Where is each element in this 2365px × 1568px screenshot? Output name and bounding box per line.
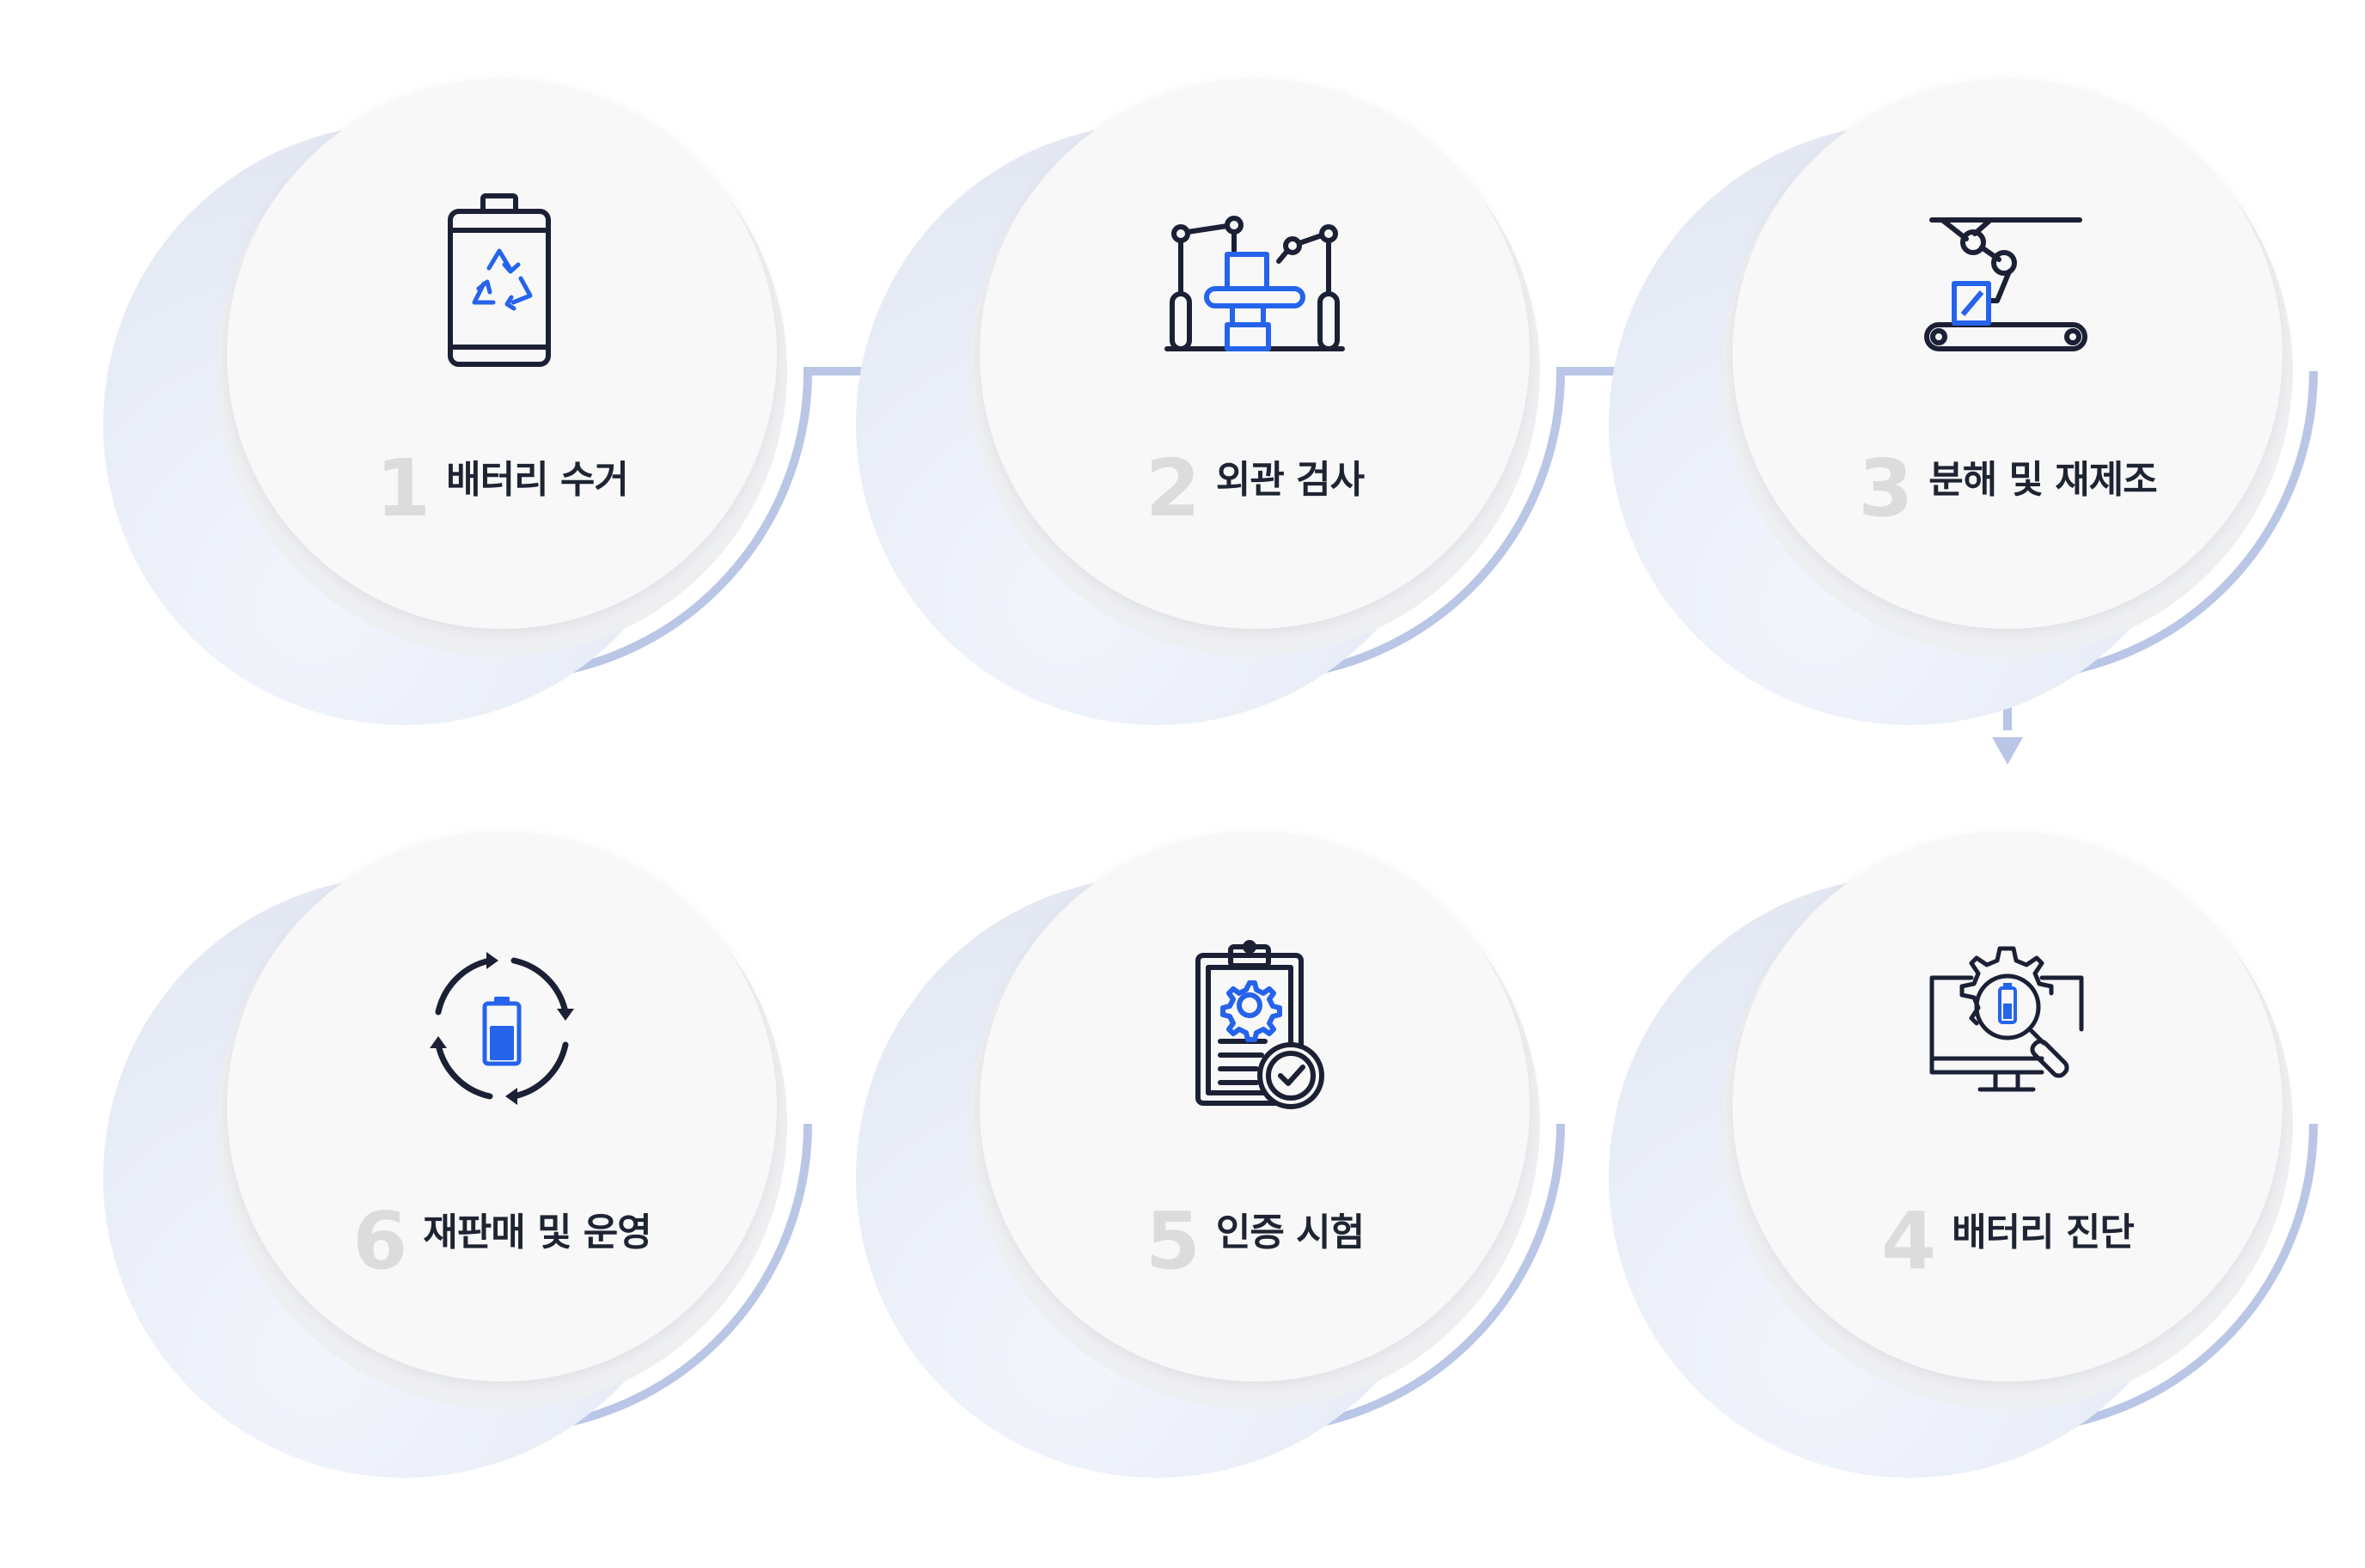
step-6-disc — [227, 832, 777, 1382]
step-4-number: 4 — [1881, 1195, 1937, 1287]
step-2-label: 2 외관 검사 — [997, 433, 1512, 528]
step-1-label: 1 배터리 수거 — [244, 433, 760, 528]
arrow-3-to-4 — [1992, 737, 2023, 765]
step-1-title: 배터리 수거 — [446, 458, 629, 502]
step-1-number: 1 — [376, 442, 431, 534]
step-3-number: 3 — [1858, 442, 1914, 534]
step-2-disc — [980, 79, 1530, 629]
step-4-label: 4 배터리 진단 — [1750, 1186, 2265, 1287]
step-5-label: 5 인증 시험 — [997, 1186, 1512, 1287]
robot-arm-inspection-icon — [1160, 182, 1349, 371]
step-5: 5 인증 시험 — [856, 832, 1540, 1478]
step-1-disc — [227, 79, 777, 629]
step-6: 6 재판매 및 운영 — [103, 832, 787, 1478]
step-5-title: 인증 시험 — [1215, 1211, 1365, 1254]
step-4-title: 배터리 진단 — [1952, 1211, 2135, 1254]
battery-recycle-icon — [407, 182, 596, 371]
step-4-disc — [1732, 832, 2282, 1382]
step-5-disc — [980, 832, 1530, 1382]
step-2: 2 외관 검사 — [856, 79, 1540, 725]
step-5-number: 5 — [1145, 1195, 1201, 1287]
step-3-disc — [1732, 79, 2282, 629]
step-6-number: 6 — [352, 1195, 408, 1287]
step-3-title: 분해 및 재제조 — [1928, 458, 2158, 502]
clipboard-certification-icon — [1160, 935, 1349, 1124]
step-6-title: 재판매 및 운영 — [423, 1211, 652, 1254]
monitor-gear-magnifier-icon — [1913, 935, 2102, 1124]
step-3-label: 3 분해 및 재제조 — [1750, 433, 2265, 528]
conveyor-robot-icon — [1913, 182, 2102, 371]
step-2-title: 외관 검사 — [1215, 458, 1365, 502]
step-6-label: 6 재판매 및 운영 — [244, 1186, 760, 1287]
battery-cycle-icon — [407, 935, 596, 1124]
step-1: 1 배터리 수거 — [103, 79, 787, 725]
step-2-number: 2 — [1145, 442, 1201, 534]
